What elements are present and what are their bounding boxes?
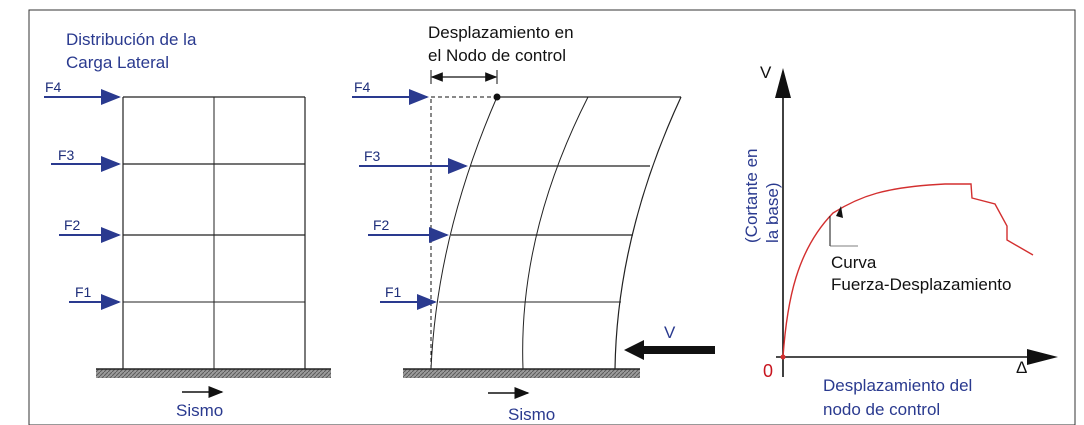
left-force-label-f3: F3 (58, 147, 75, 163)
y-axis-label: (Cortante en la base) (742, 149, 782, 244)
middle-sismo-label: Sismo (508, 405, 555, 424)
undeformed-frame (122, 96, 306, 369)
middle-force-label-f2: F2 (373, 217, 390, 233)
curve-origin-dot (780, 354, 786, 360)
middle-title-line2: el Nodo de control (428, 46, 566, 65)
x-axis-label-line2: nodo de control (823, 400, 940, 419)
left-panel: Distribución de la Carga Lateral F4 F3 F… (44, 30, 331, 420)
y-axis-label-line2: la base) (763, 183, 782, 243)
curve-pointer-head (836, 206, 843, 218)
left-title-line2: Carga Lateral (66, 53, 169, 72)
x-axis-symbol: Δ (1016, 358, 1027, 377)
base-shear-label: V (664, 323, 676, 342)
left-ground (96, 369, 331, 378)
pushover-curve (782, 183, 1034, 358)
base-shear-arrow (624, 340, 715, 360)
left-sismo-label: Sismo (176, 401, 223, 420)
right-panel: V Δ 0 (Cortante en la base) Curva Fuerza… (742, 63, 1058, 419)
figure-border (28, 9, 1076, 425)
middle-force-label-f4: F4 (354, 79, 371, 95)
origin-label: 0 (763, 361, 773, 381)
left-title-line1: Distribución de la (66, 30, 197, 49)
deformed-frame (430, 96, 682, 370)
curve-label-line2: Fuerza-Desplazamiento (831, 275, 1011, 294)
left-force-arrows (44, 89, 121, 310)
y-axis-arrowhead (775, 68, 791, 98)
middle-force-label-f1: F1 (385, 284, 402, 300)
middle-panel: Desplazamiento en el Nodo de control F4 … (352, 23, 715, 424)
x-axis-arrowhead (1027, 349, 1058, 365)
left-force-label-f2: F2 (64, 217, 81, 233)
y-axis-symbol: V (760, 63, 772, 82)
middle-force-label-f3: F3 (364, 148, 381, 164)
middle-ground (403, 369, 640, 378)
control-node-marker (493, 93, 501, 101)
y-axis-label-line1: (Cortante en (742, 149, 761, 244)
x-axis-label-line1: Desplazamiento del (823, 376, 972, 395)
middle-force-arrows (352, 89, 468, 310)
left-force-label-f4: F4 (45, 79, 62, 95)
undeformed-reference-frame (430, 96, 497, 369)
middle-title-line1: Desplazamiento en (428, 23, 574, 42)
curve-label-line1: Curva (831, 253, 877, 272)
left-force-label-f1: F1 (75, 284, 92, 300)
